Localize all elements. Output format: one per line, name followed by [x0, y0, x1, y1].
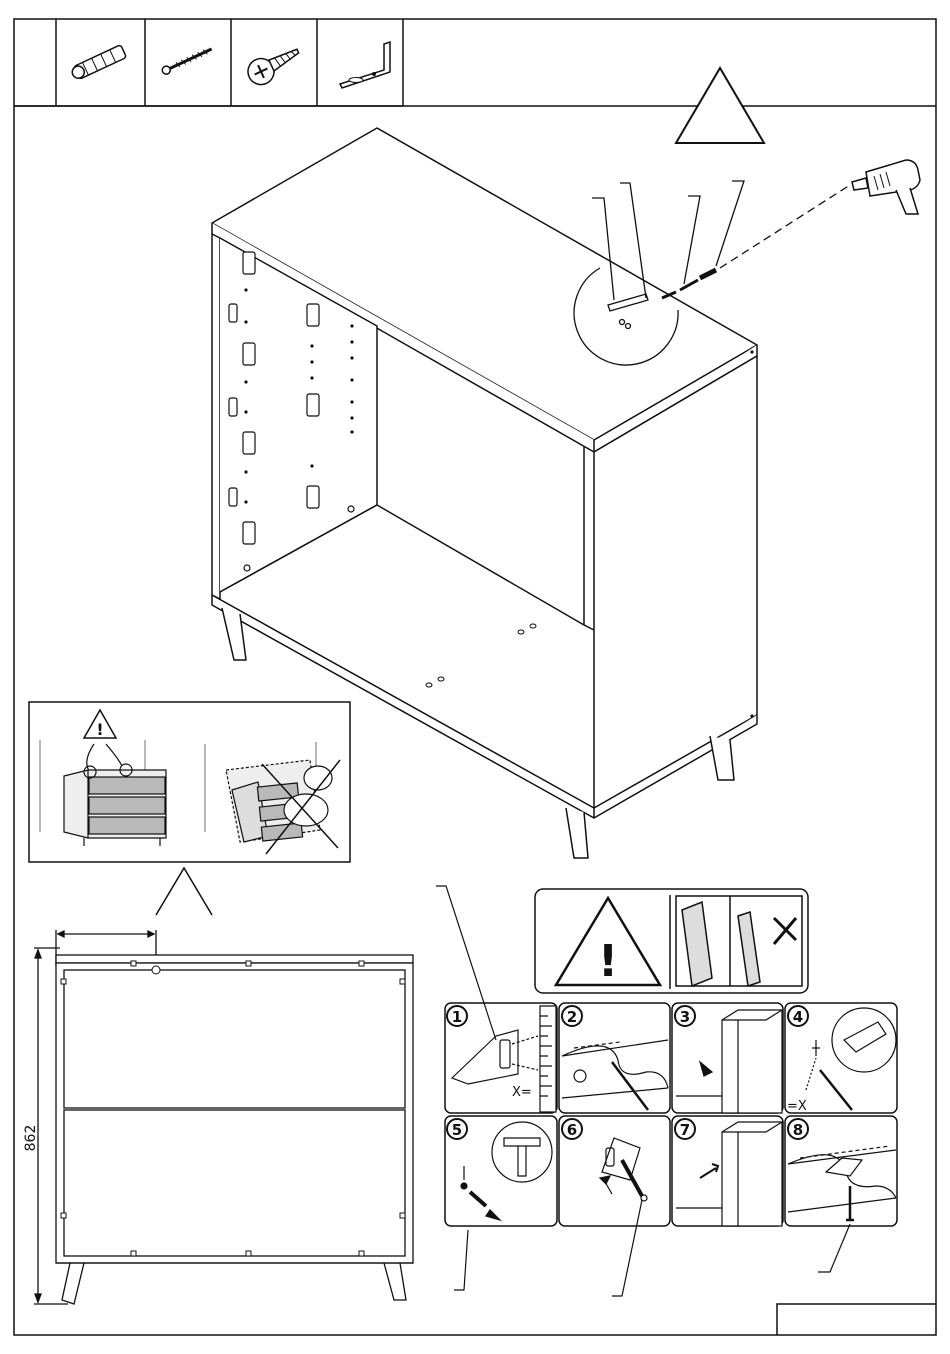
- warning-symbol: !: [598, 936, 618, 987]
- step-number: 1: [452, 1008, 462, 1026]
- drill-icon: [852, 160, 920, 214]
- step-number: 6: [567, 1121, 577, 1139]
- wall-anchor-warning: [535, 889, 808, 993]
- step-number: 7: [680, 1121, 690, 1139]
- step-number: 2: [567, 1008, 577, 1026]
- warning-symbol: !: [96, 720, 103, 739]
- step-4-mark: =X: [787, 1099, 807, 1114]
- step-number: 3: [680, 1008, 690, 1026]
- front-view-drawing: [34, 930, 413, 1304]
- wall-plug-icon: [70, 45, 127, 81]
- title-block: [777, 1304, 936, 1335]
- step-number: 5: [452, 1121, 462, 1139]
- tip-over-warning-panel: !: [29, 702, 350, 862]
- step-number: 8: [793, 1121, 803, 1139]
- hardware-table: [14, 19, 403, 106]
- angle-bracket-icon: [340, 42, 390, 88]
- warning-triangle-icon: [156, 868, 212, 915]
- cross-screw-icon: [244, 42, 305, 89]
- long-screw-icon: [161, 45, 213, 75]
- step-1-mark: X=: [512, 1085, 532, 1100]
- height-dimension-label: 862: [23, 1125, 39, 1152]
- step-number: 4: [793, 1008, 803, 1026]
